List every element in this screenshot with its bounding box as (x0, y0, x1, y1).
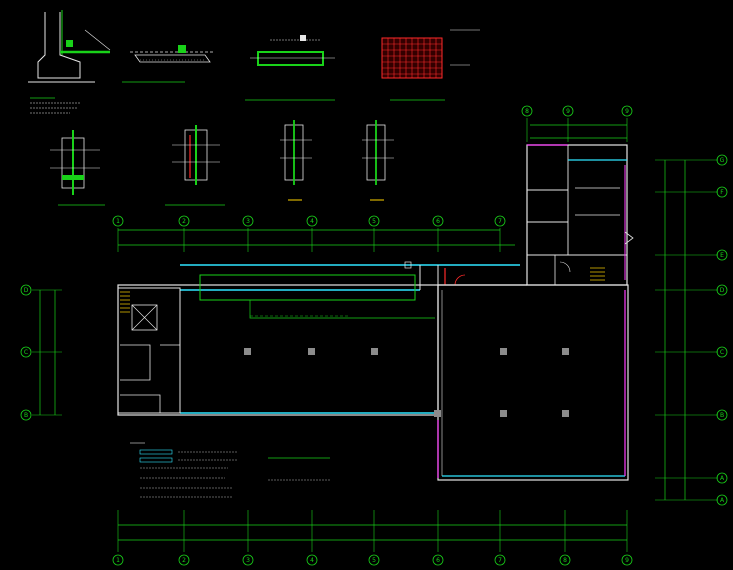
axis-B-left: B (24, 412, 28, 419)
wall-detail-1 (50, 130, 105, 206)
axis-5-top: 5 (372, 218, 376, 225)
corridor-callout-box (199, 274, 416, 301)
floor-plan (117, 144, 634, 481)
general-notes (130, 442, 330, 498)
axis-E-right: E (720, 252, 724, 259)
axis-1-top: 1 (116, 218, 120, 225)
axis-C-left: C (24, 349, 28, 356)
axis-4-top: 4 (310, 218, 314, 225)
axis-A2-right: A (720, 497, 725, 504)
axis-D-left: D (24, 287, 29, 294)
axis-5-bottom: 5 (372, 557, 376, 564)
axis-9b-top-right: 9 (625, 108, 629, 115)
axis-6-bottom: 6 (436, 557, 440, 564)
reinforcement-mesh-detail (381, 29, 480, 101)
columns (244, 348, 569, 417)
axis-4-bottom: 4 (310, 557, 314, 564)
axis-9-top-right: 9 (566, 108, 570, 115)
axis-bubbles-top-right: 8 9 9 (521, 105, 633, 117)
axis-1-bottom: 1 (116, 557, 120, 564)
elevator-shaft (131, 304, 158, 331)
axis-bubbles-bottom: 1 2 3 4 5 6 7 8 9 (112, 554, 633, 566)
right-tower-outline (526, 144, 628, 286)
axis-A-right: A (720, 475, 725, 482)
wall-detail-3 (280, 120, 312, 201)
axis-F-right: F (720, 189, 724, 196)
detail-sketches (28, 10, 480, 206)
axis-8-bottom: 8 (563, 557, 567, 564)
axis-G-right: G (720, 157, 725, 164)
slab-section-detail (122, 45, 215, 83)
axis-2-top: 2 (182, 218, 186, 225)
wall-detail-2 (165, 125, 225, 206)
axis-3-top: 3 (246, 218, 250, 225)
wall-detail-4 (362, 120, 394, 201)
axis-bubbles-top: 1 2 3 4 5 6 7 (112, 215, 506, 227)
axis-8-top-right: 8 (525, 108, 529, 115)
axis-3-bottom: 3 (246, 557, 250, 564)
axis-7-bottom: 7 (498, 557, 502, 564)
axis-6-top: 6 (436, 218, 440, 225)
axis-D-right: D (720, 287, 725, 294)
axis-7-top: 7 (498, 218, 502, 225)
axis-2-bottom: 2 (182, 557, 186, 564)
axis-C-right: C (720, 349, 724, 356)
axis-9-bottom: 9 (625, 557, 629, 564)
stair-left (120, 291, 130, 313)
beam-section-detail (245, 35, 335, 101)
grid-leaders (32, 118, 718, 552)
foundation-section-detail (28, 10, 111, 114)
axis-bubbles-left: D C B (20, 284, 32, 421)
axis-B-right: B (720, 412, 724, 419)
stair-right (590, 267, 605, 281)
axis-bubbles-right: G F E D C B A A (716, 154, 728, 506)
